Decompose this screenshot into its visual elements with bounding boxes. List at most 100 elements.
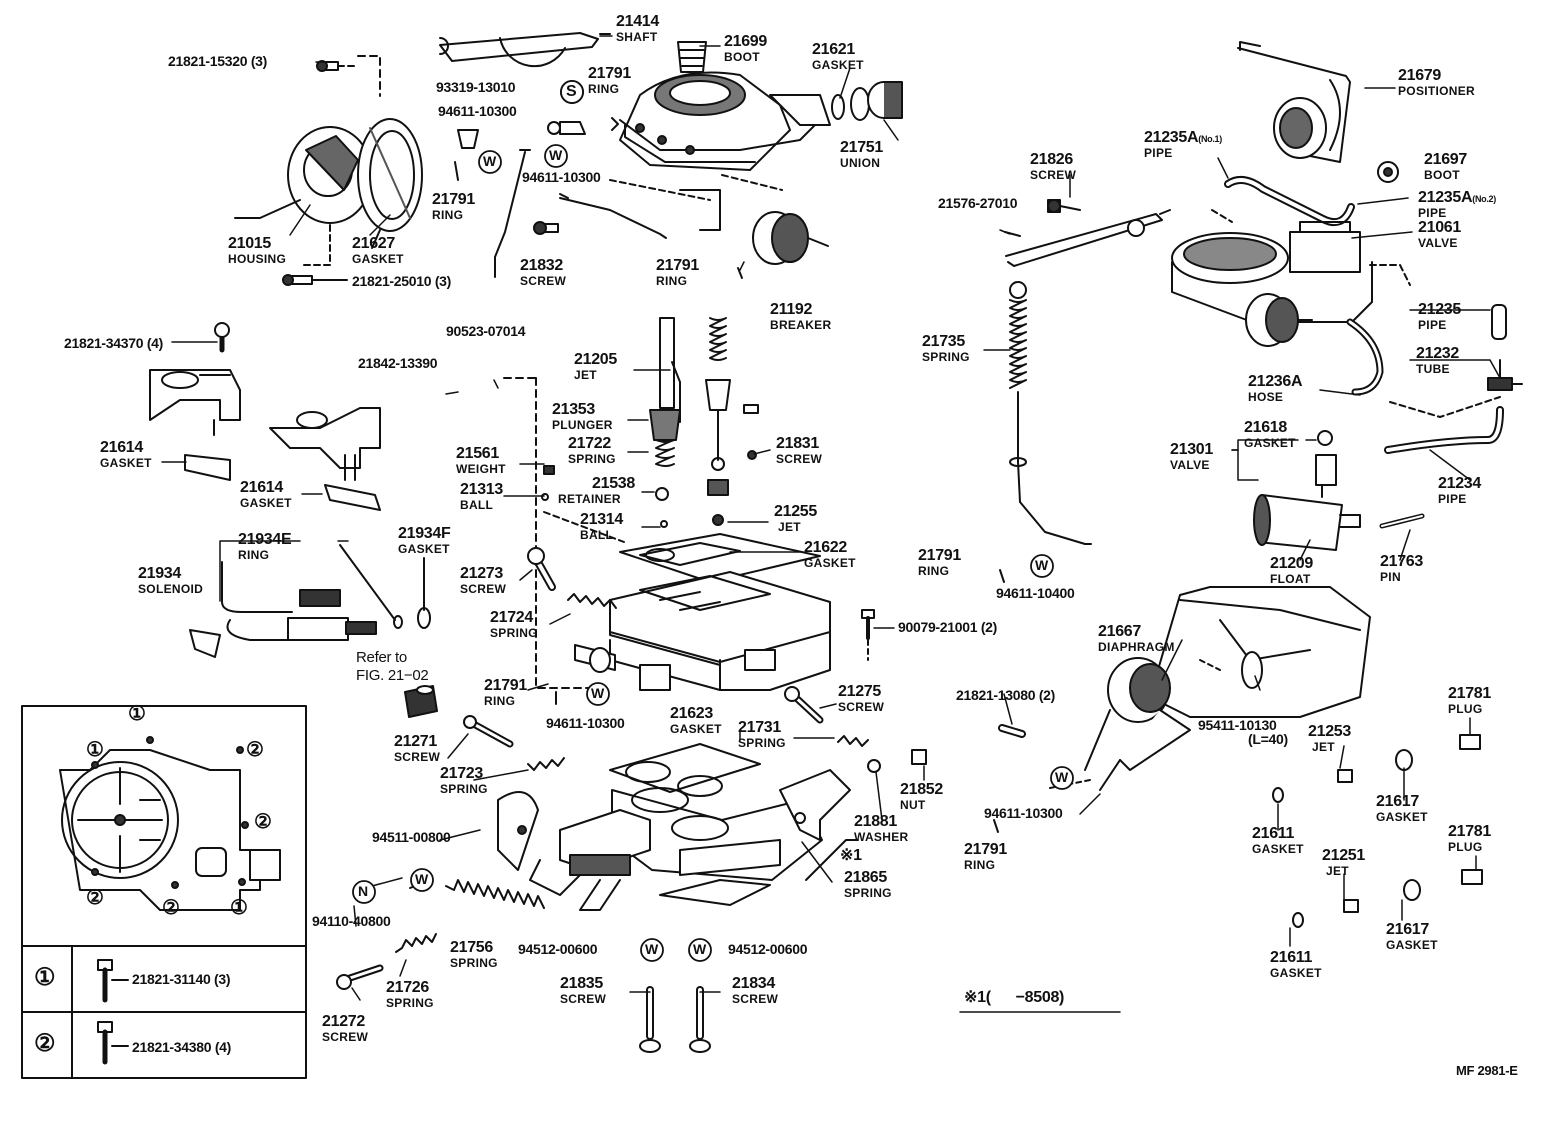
- bowl-diaphragm-drawing: [993, 586, 1483, 928]
- legend-part-1: 21821-31140 (3): [132, 971, 231, 987]
- inset-mark: ②: [162, 897, 180, 919]
- positioner-valve-drawing: [1171, 41, 1523, 551]
- inset-mark: ②: [246, 739, 264, 761]
- circled-w-mark: W: [1055, 769, 1069, 785]
- legend-mark-2: ②: [34, 1030, 56, 1057]
- inset-mark: ①: [230, 897, 248, 919]
- leader-lines: [161, 35, 1501, 1001]
- inset-mark: ①: [86, 739, 104, 761]
- part-label-94511-00800: 94511-00800: [372, 829, 451, 845]
- part-label-90079-21001: 90079-21001 (2): [898, 619, 998, 635]
- part-label-94611-10300: 94611-10300: [438, 103, 517, 119]
- inset-mark: ②: [254, 811, 272, 833]
- part-label-94611-10300: 94611-10300: [522, 169, 601, 185]
- part-label-21821-15320: 21821-15320 (3): [168, 53, 268, 69]
- part-label-94611-10300: 94611-10300: [984, 805, 1063, 821]
- circled-w-mark: W: [549, 147, 563, 163]
- circled-n-mark: N: [358, 883, 369, 899]
- star-note: ※1: [840, 847, 862, 864]
- float-chamber-drawing: [503, 317, 875, 724]
- part-label-94512-00600: 94512-00600: [728, 941, 808, 957]
- legend-part-2: 21821-34380 (4): [132, 1039, 232, 1055]
- part-label-21576-27010: 21576-27010: [938, 195, 1018, 211]
- part-label-90523-07014: 90523-07014: [446, 323, 526, 339]
- circled-w-mark: W: [591, 685, 605, 701]
- legend-mark-1: ①: [34, 964, 56, 991]
- part-label-95411-10130: 95411-10130(L=40): [1198, 717, 1288, 747]
- throttle-link-drawing: [999, 199, 1171, 583]
- part-label-94512-00600: 94512-00600: [518, 941, 598, 957]
- part-label-21235a-no1: 21235A(No.1)PIPE: [1144, 129, 1222, 160]
- air-horn-drawing: [454, 41, 903, 279]
- sensor-drawings: [149, 322, 438, 718]
- inset-mark: ①: [128, 703, 146, 725]
- circled-w-mark: W: [415, 871, 429, 887]
- part-label-94611-10300: 94611-10300: [546, 715, 625, 731]
- part-label-21235a-no2: 21235A(No.2)PIPE: [1418, 189, 1496, 220]
- housing-assembly-drawing: [234, 32, 611, 286]
- inset-boxes: [21, 705, 1121, 1079]
- part-label-21821-13080: 21821-13080 (2): [956, 687, 1056, 703]
- part-label-21842-13390: 21842-13390: [358, 355, 438, 371]
- part-label-93319-13010: 93319-13010: [436, 79, 516, 95]
- circled-w-mark: W: [645, 941, 659, 957]
- circled-w-mark: W: [483, 153, 497, 169]
- part-label-94110-40800: 94110-40800: [312, 913, 391, 929]
- part-label-21821-25010: 21821-25010 (3): [352, 273, 452, 289]
- circled-w-mark: W: [1035, 557, 1049, 573]
